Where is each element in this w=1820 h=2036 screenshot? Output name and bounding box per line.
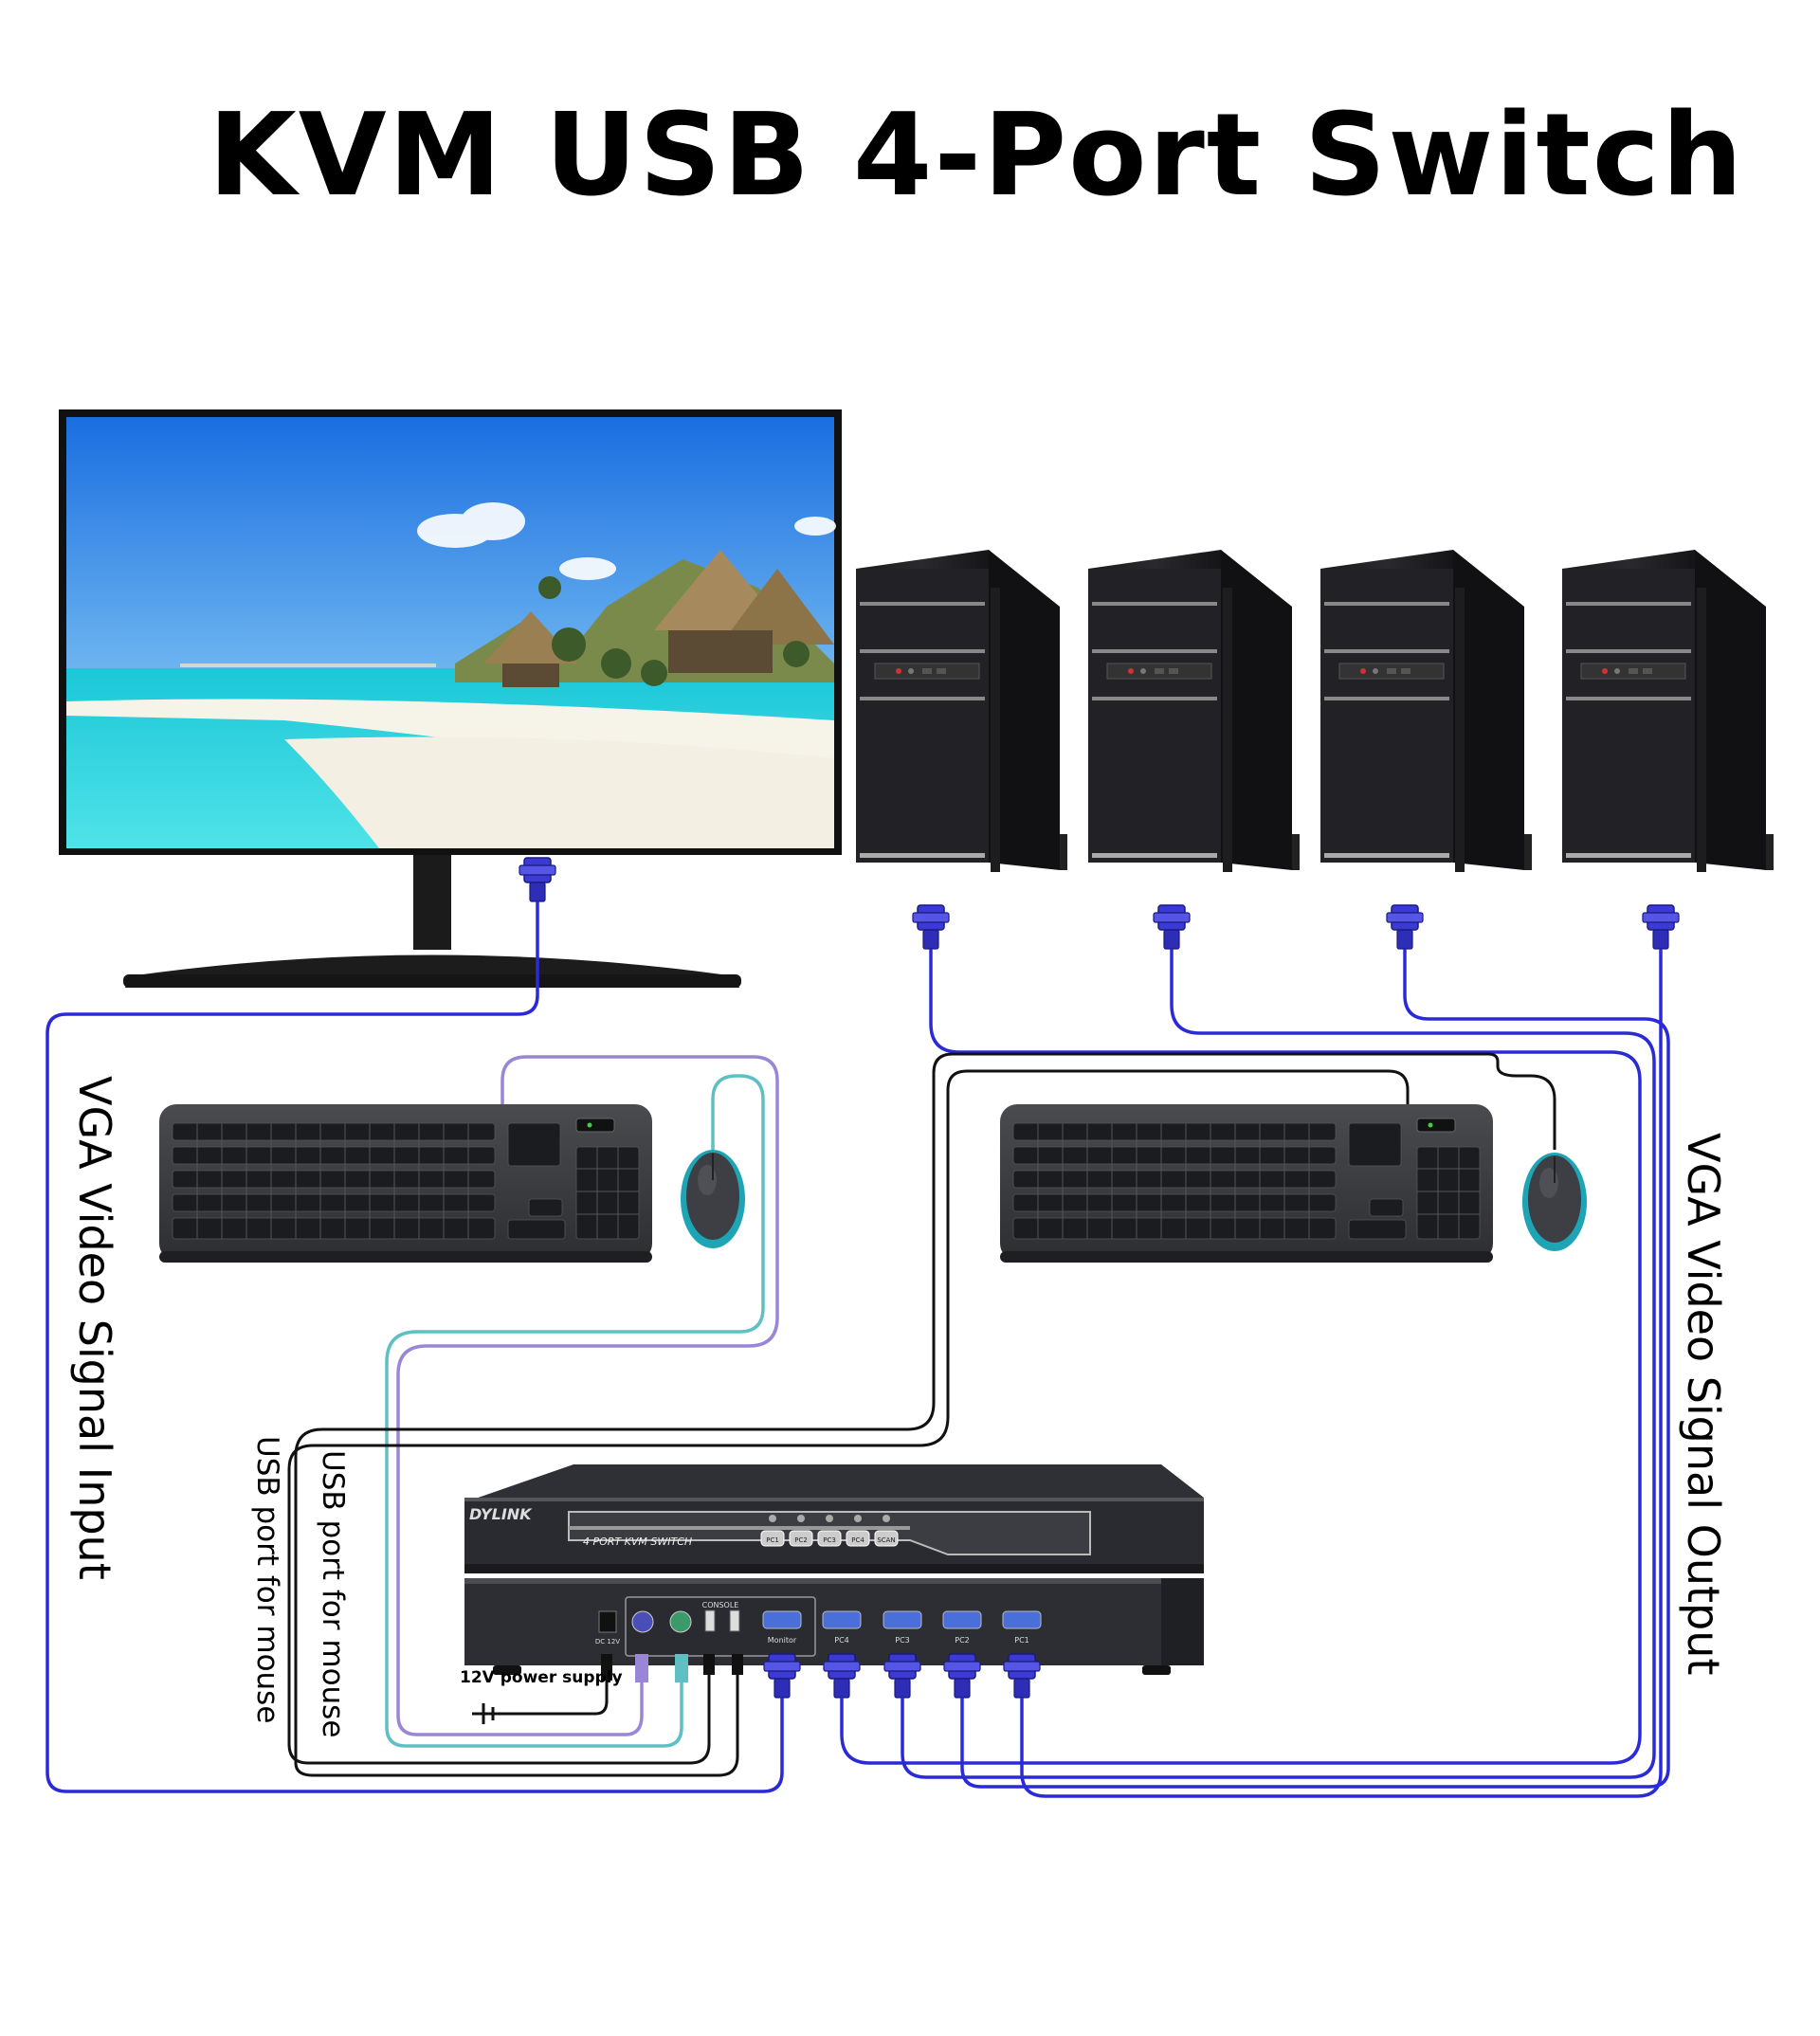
computer-3 [1320, 549, 1533, 873]
btn-pc1[interactable]: PC1 [766, 1536, 779, 1544]
device-model: 4 PORT KVM SWITCH [583, 1536, 692, 1548]
port-pc4-label: PC4 [834, 1636, 849, 1645]
device-monitor-plug [763, 1653, 801, 1699]
console-label: CONSOLE [702, 1601, 739, 1609]
cable-mouse [385, 1074, 765, 1748]
kvm-switch-front [464, 1464, 1204, 1573]
mouse-right [1521, 1152, 1588, 1252]
btn-pc4[interactable]: PC4 [851, 1536, 864, 1544]
label-usb-keyboard: USB port for mouse [316, 1450, 350, 1738]
device-pc2-plug [943, 1653, 981, 1699]
port-monitor-label: Monitor [768, 1636, 797, 1645]
btn-pc3[interactable]: PC3 [823, 1536, 836, 1544]
cable-usb-keyboard [287, 1069, 1410, 1765]
cable-vga-pc1 [840, 949, 1642, 1765]
cable-vga-pc4 [1020, 949, 1663, 1798]
device-brand: DYLINK [469, 1505, 533, 1523]
keyboard-right [999, 1103, 1494, 1263]
label-vga-input: VGA Video Signal Input [69, 1076, 120, 1580]
keyboard-left [158, 1103, 653, 1263]
pc4-vga-plug [1642, 904, 1680, 950]
cable-keyboard [396, 1055, 779, 1736]
btn-scan[interactable]: SCAN [877, 1536, 895, 1544]
device-pc3-plug [883, 1653, 921, 1699]
port-pc1-label: PC1 [1014, 1636, 1029, 1645]
pc2-vga-plug [1153, 904, 1191, 950]
kvm-switch-back [464, 1578, 1204, 1675]
monitor-vga-plug [519, 857, 556, 902]
device-pc1-plug [1003, 1653, 1041, 1699]
pc3-vga-plug [1386, 904, 1424, 950]
pc1-vga-plug [912, 904, 950, 950]
cable-vga-pc2 [901, 949, 1656, 1779]
mouse-left [680, 1149, 746, 1249]
computer-1 [855, 549, 1068, 873]
front-buttons [760, 1515, 899, 1547]
computer-4 [1561, 549, 1774, 873]
label-power: 12V power supply [460, 1668, 623, 1687]
power-symbol [472, 1703, 502, 1724]
page-title: KVM USB 4-Port Switch [208, 90, 1745, 222]
label-usb-mouse: USB port for mouse [250, 1436, 284, 1724]
cable-vga-input [46, 901, 784, 1793]
device-pc4-plug [823, 1653, 861, 1699]
computer-2 [1087, 549, 1301, 873]
dc-label: DC 12V [595, 1638, 620, 1645]
monitor [59, 409, 842, 988]
cable-power [502, 1681, 609, 1716]
label-vga-output: VGA Video Signal Output [1678, 1133, 1729, 1676]
btn-pc2[interactable]: PC2 [794, 1536, 808, 1544]
port-pc2-label: PC2 [955, 1636, 970, 1645]
device-usb-plugs [601, 1654, 743, 1682]
cable-usb-mouse [294, 1052, 1556, 1777]
port-pc3-label: PC3 [895, 1636, 910, 1645]
cable-vga-pc3 [960, 949, 1670, 1789]
